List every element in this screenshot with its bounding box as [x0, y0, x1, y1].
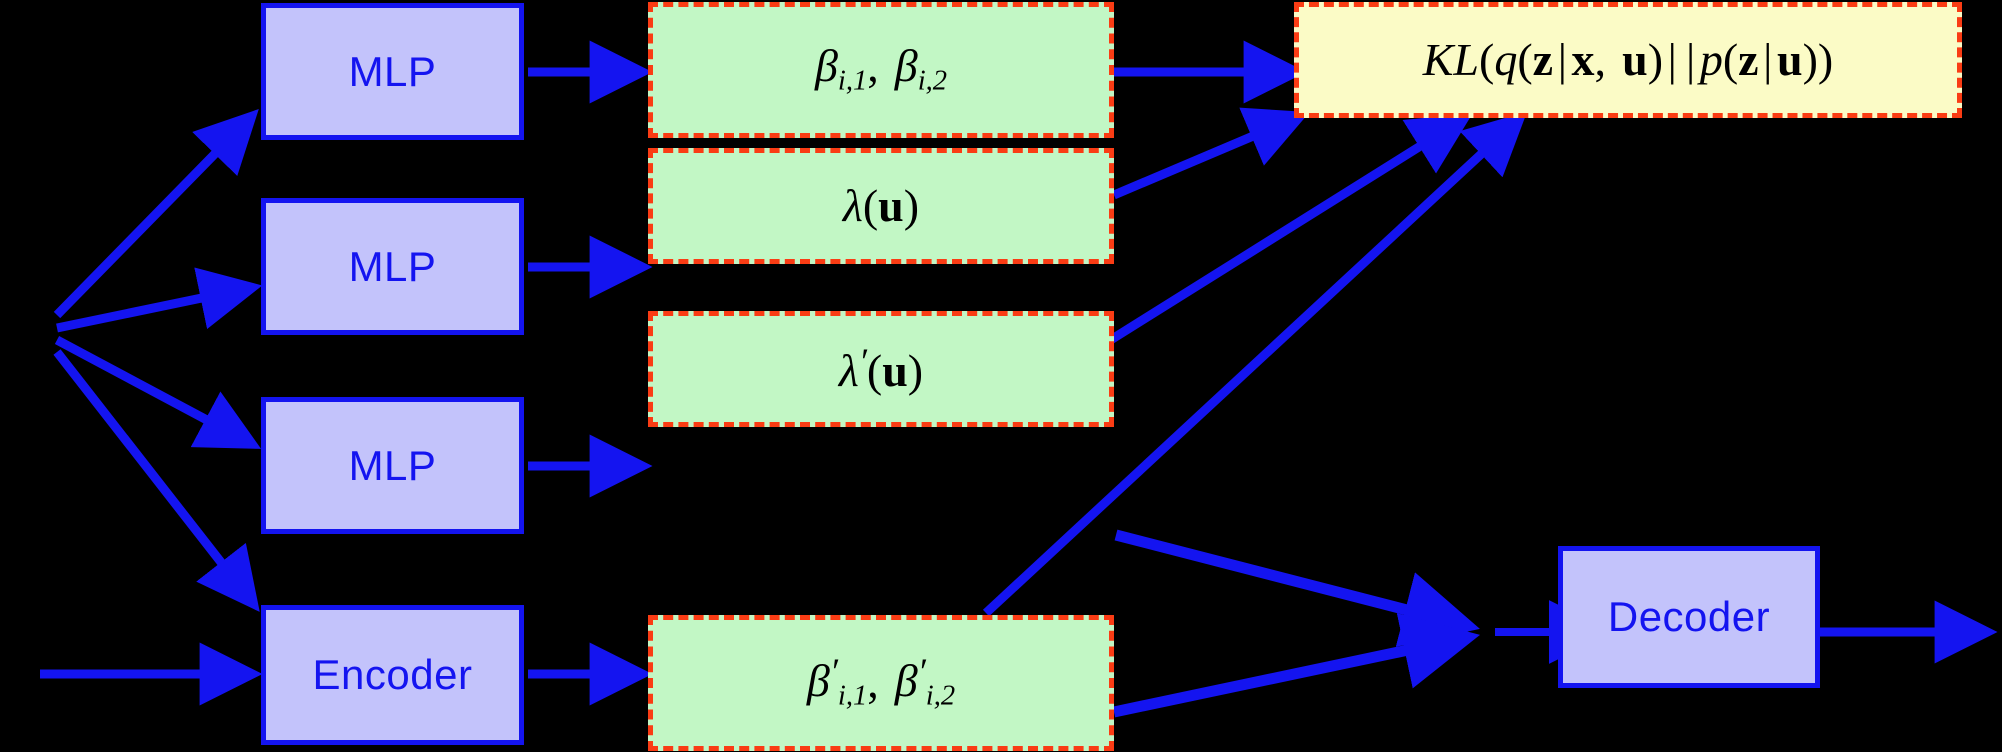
- node-beta-posterior[interactable]: β′i,1, β′i,2: [648, 615, 1114, 751]
- edge-fanout-to-encoder: [53, 349, 260, 612]
- node-decoder[interactable]: Decoder: [1558, 546, 1820, 688]
- node-encoder[interactable]: Encoder: [261, 605, 524, 745]
- node-mlp-1[interactable]: MLP: [261, 3, 524, 140]
- node-decoder-label: Decoder: [1607, 593, 1771, 640]
- node-mlp-1-label: MLP: [348, 47, 437, 95]
- node-beta-posterior-math: β′i,1, β′i,2: [806, 651, 956, 713]
- edge-lambda-to-kl: [1112, 107, 1310, 200]
- node-lambda-prime-u[interactable]: λ′(u): [648, 311, 1114, 427]
- node-lambda-u-math: λ(u): [842, 180, 920, 231]
- node-kl-loss[interactable]: KL(q(z|x, u)||p(z|u)): [1294, 2, 1962, 118]
- node-mlp-2[interactable]: MLP: [261, 198, 524, 335]
- node-lambda-u[interactable]: λ(u): [648, 148, 1114, 264]
- edge-fanout-to-mlp-2: [56, 267, 263, 333]
- node-encoder-label: Encoder: [312, 651, 473, 698]
- node-mlp-3[interactable]: MLP: [261, 397, 524, 534]
- node-lambda-prime-u-math: λ′(u): [838, 340, 924, 397]
- node-kl-loss-math: KL(q(z|x, u)||p(z|u)): [1422, 34, 1834, 85]
- edge-fanout-to-mlp-1: [53, 108, 259, 319]
- edge-lambda-prime-to-merge: [1114, 529, 1480, 647]
- node-mlp-2-label: MLP: [348, 242, 437, 290]
- edge-beta-posterior-to-merge: [1112, 613, 1481, 718]
- edge-fanout-to-mlp-3: [54, 336, 262, 449]
- node-mlp-3-label: MLP: [348, 441, 437, 489]
- node-beta-prior[interactable]: βi,1, βi,2: [648, 2, 1114, 138]
- node-beta-prior-math: βi,1, βi,2: [814, 40, 948, 98]
